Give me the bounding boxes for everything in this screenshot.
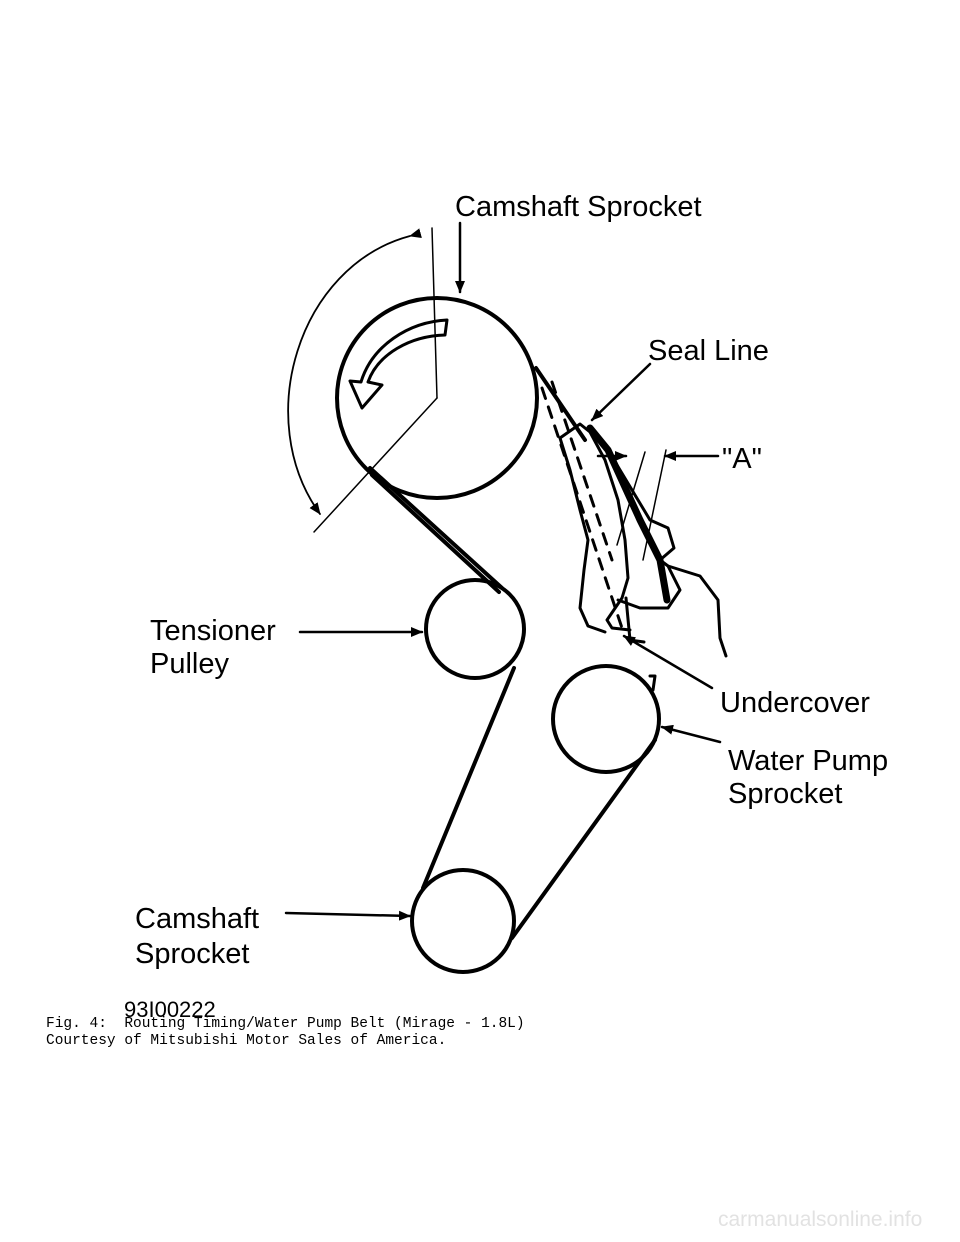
timing-mark-lines xyxy=(287,227,438,533)
label-a-mark: "A" xyxy=(722,443,762,475)
label-water-pump-line1: Water Pump xyxy=(728,745,888,777)
figure-code: 93I00222 xyxy=(124,997,216,1022)
label-undercover: Undercover xyxy=(720,687,870,719)
rotation-arrow-icon xyxy=(348,318,449,410)
tensioner-pulley xyxy=(424,578,526,680)
label-tensioner-line1: Tensioner xyxy=(150,615,276,647)
label-camshaft-sprocket-top: Camshaft Sprocket xyxy=(455,191,702,223)
lower-camshaft-sprocket xyxy=(410,868,516,974)
label-water-pump-line2: Sprocket xyxy=(728,778,842,810)
watermark: carmanualsonline.info xyxy=(718,1208,922,1231)
label-camshaft-bottom-line1: Camshaft xyxy=(135,903,259,935)
water-pump-sprocket xyxy=(551,664,661,774)
caption-line1: Fig. 4: Routing Timing/Water Pump Belt (… xyxy=(46,1016,525,1032)
caption-line2: Courtesy of Mitsubishi Motor Sales of Am… xyxy=(46,1033,447,1049)
label-seal-line: Seal Line xyxy=(648,335,769,367)
label-camshaft-bottom-line2: Sprocket xyxy=(135,938,249,970)
label-tensioner-line2: Pulley xyxy=(150,648,229,680)
undercover-seal-assembly xyxy=(558,422,728,658)
timing-belt xyxy=(368,366,657,940)
